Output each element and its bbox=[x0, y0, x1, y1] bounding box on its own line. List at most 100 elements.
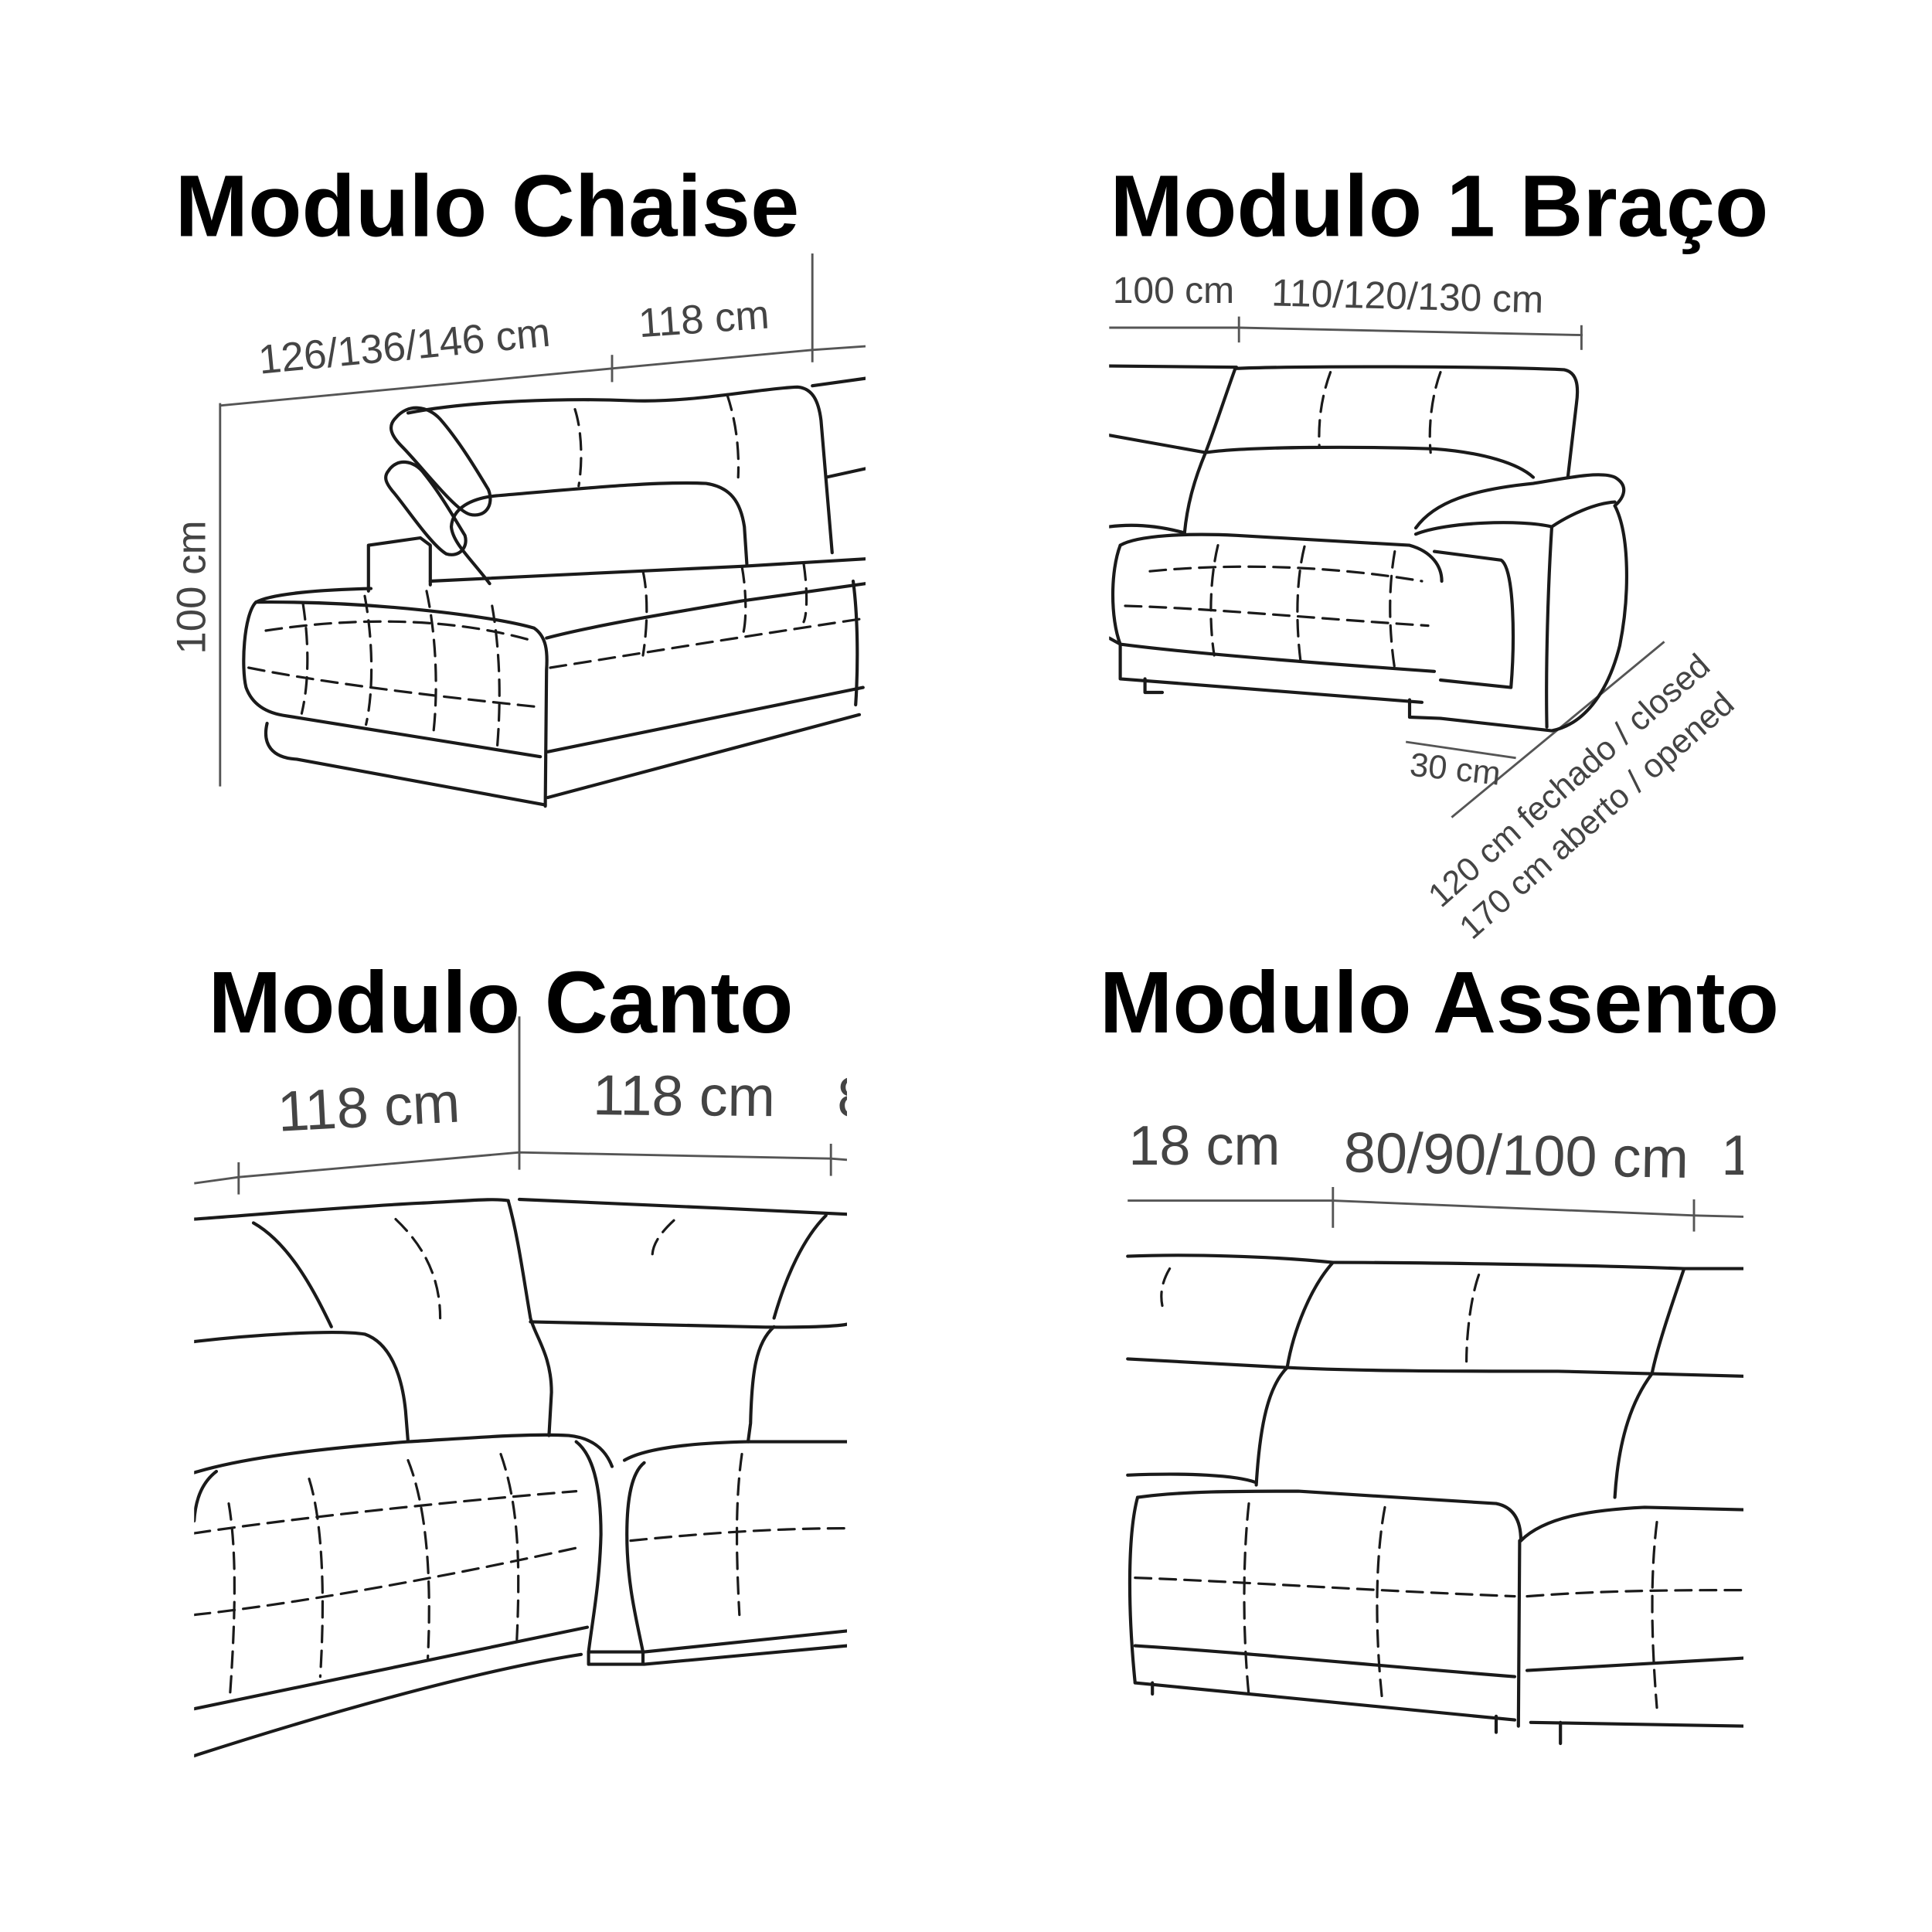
chaise-tuft-seam bbox=[641, 570, 648, 657]
canto-back-top-left bbox=[194, 1198, 510, 1221]
chaise-backrest-outline bbox=[406, 385, 834, 555]
chaise-title: Modulo Chaise bbox=[175, 158, 799, 256]
canto-right-back-upper-edge bbox=[772, 1213, 828, 1320]
canto-back-seam bbox=[394, 1218, 442, 1320]
canto-tuft-seam bbox=[227, 1502, 236, 1697]
canto-title: Modulo Canto bbox=[208, 954, 793, 1052]
chaise-next-module-label: 118 cm bbox=[637, 292, 770, 347]
chaise-base-side bbox=[546, 713, 862, 800]
braco-tuft-seam bbox=[1209, 544, 1219, 657]
canto-left-width-label: 118 cm bbox=[276, 1070, 461, 1144]
canto-tuft-seam bbox=[406, 1459, 430, 1660]
chaise-length-label: 126/136/146 cm bbox=[257, 310, 553, 383]
assento-lower-back-left-edge bbox=[1254, 1366, 1289, 1487]
chaise-side-top-edge bbox=[545, 582, 866, 640]
braco-seat-top bbox=[1118, 532, 1444, 583]
canto-tuft-seam bbox=[735, 1453, 743, 1617]
assento-back-right-edge bbox=[1613, 1267, 1686, 1499]
braco-tuft-seam bbox=[1389, 550, 1396, 671]
canto-left-base bbox=[194, 1652, 583, 1758]
chaise-front-seam bbox=[247, 666, 543, 709]
chaise-cushion-outline bbox=[242, 587, 543, 759]
assento-cut-off-label: 1 bbox=[1721, 1123, 1753, 1187]
chaise-headrest-upper bbox=[389, 406, 492, 517]
braco-title: Modulo 1 Braço bbox=[1110, 158, 1768, 256]
assento-title: Modulo Assento bbox=[1100, 954, 1779, 1052]
assento-tuft-seam bbox=[1651, 1521, 1658, 1709]
assento-left-module-seam bbox=[1160, 1267, 1172, 1308]
braco-armrest-inner bbox=[1413, 500, 1617, 536]
canto-left-seat-seam bbox=[194, 1546, 583, 1617]
braco-backrest-upper-left-edge bbox=[1203, 366, 1237, 454]
chaise-tuft-seam bbox=[491, 604, 501, 751]
assento-top-dimension-line bbox=[1128, 1199, 1743, 1218]
assento-left-module-back bbox=[1126, 1253, 1335, 1264]
assento-back-left-edge bbox=[1285, 1260, 1335, 1369]
chaise-drawing: 126/136/146 cm 118 cm 100 cm bbox=[169, 253, 866, 808]
braco-tuft-seam bbox=[1148, 565, 1423, 583]
canto-right-width-label: 118 cm bbox=[593, 1063, 776, 1128]
canto-right-seat-bottom bbox=[642, 1629, 847, 1666]
braco-armrest-outer bbox=[1438, 504, 1628, 733]
canto-cut-off-label: 8 bbox=[837, 1065, 869, 1129]
braco-backrest-lower bbox=[1182, 445, 1536, 535]
chaise-tuft-seam bbox=[363, 594, 373, 726]
assento-seat-top bbox=[1135, 1489, 1523, 1543]
braco-armrest-inner-panel bbox=[1545, 525, 1554, 729]
canto-top-dimension-line bbox=[194, 1151, 847, 1185]
chaise-tuft-seam bbox=[740, 565, 747, 640]
braco-seat-front bbox=[1111, 543, 1437, 673]
assento-seat-bottom bbox=[1133, 1644, 1743, 1679]
chaise-side-box bbox=[366, 536, 432, 593]
assento-tuft-seam bbox=[1243, 1502, 1250, 1697]
chaise-seat-back-edge bbox=[428, 557, 866, 583]
braco-left-module-edges bbox=[1109, 364, 1239, 646]
chaise-tuft-seam bbox=[425, 590, 437, 740]
chaise-tuft-seam bbox=[549, 617, 866, 669]
braco-arm-dimension-line bbox=[1405, 740, 1516, 760]
braco-backrest-upper bbox=[1233, 365, 1580, 479]
canto-corner-seam bbox=[506, 1199, 553, 1437]
canto-corner-front bbox=[574, 1440, 646, 1654]
chaise-tuft-seam bbox=[300, 602, 309, 715]
canto-tuft-seam bbox=[308, 1478, 325, 1679]
chaise-base-front bbox=[264, 721, 547, 807]
chaise-backrest-seam bbox=[726, 393, 740, 479]
chaise-side-cushion-bottom bbox=[546, 685, 865, 753]
chaise-height-label: 100 cm bbox=[169, 520, 215, 654]
braco-prev-module-label: 100 cm bbox=[1113, 270, 1234, 311]
assento-front-seam bbox=[1526, 1589, 1743, 1598]
assento-left-seat-top bbox=[1126, 1472, 1258, 1485]
canto-corner-foot bbox=[587, 1650, 645, 1666]
canto-left-seat-top bbox=[194, 1433, 614, 1475]
assento-back-mid-line bbox=[1126, 1357, 1743, 1378]
chaise-tuft-seam bbox=[264, 620, 533, 642]
braco-tuft-seam bbox=[1296, 545, 1306, 665]
braco-top-dimension-line bbox=[1109, 326, 1583, 337]
braco-base bbox=[1118, 642, 1443, 720]
canto-left-back-lower bbox=[194, 1330, 410, 1444]
braco-armrest-top bbox=[1413, 473, 1626, 530]
assento-base bbox=[1133, 1681, 1743, 1746]
braco-armrest-front-roll bbox=[1432, 549, 1515, 689]
assento-seat-right-edge bbox=[1516, 1539, 1522, 1728]
assento-drawing: 18 cm 80/90/100 cm 1 bbox=[1126, 1115, 1753, 1746]
chaise-next-module-back bbox=[811, 376, 866, 479]
canto-drawing: 118 cm 118 cm 8 bbox=[194, 1016, 869, 1758]
canto-back-top-right bbox=[517, 1197, 847, 1216]
chaise-back-cushion bbox=[449, 481, 749, 586]
canto-back-seam bbox=[651, 1219, 675, 1263]
assento-back-top bbox=[1331, 1260, 1743, 1270]
canto-right-seat-top bbox=[622, 1440, 847, 1462]
assento-front-seam bbox=[1134, 1577, 1516, 1598]
assento-back-seam bbox=[1465, 1274, 1481, 1363]
canto-tuft-seam bbox=[499, 1453, 520, 1641]
canto-left-back-upper-edge bbox=[251, 1221, 333, 1328]
assento-width-label: 80/90/100 cm bbox=[1343, 1120, 1689, 1190]
canto-left-seat-seam bbox=[194, 1490, 578, 1535]
braco-seat-front-seam bbox=[1124, 604, 1430, 628]
chaise-top-dimension-line bbox=[219, 345, 866, 407]
canto-right-seat-seam bbox=[629, 1527, 847, 1543]
braco-backrest-seam bbox=[1428, 371, 1442, 454]
